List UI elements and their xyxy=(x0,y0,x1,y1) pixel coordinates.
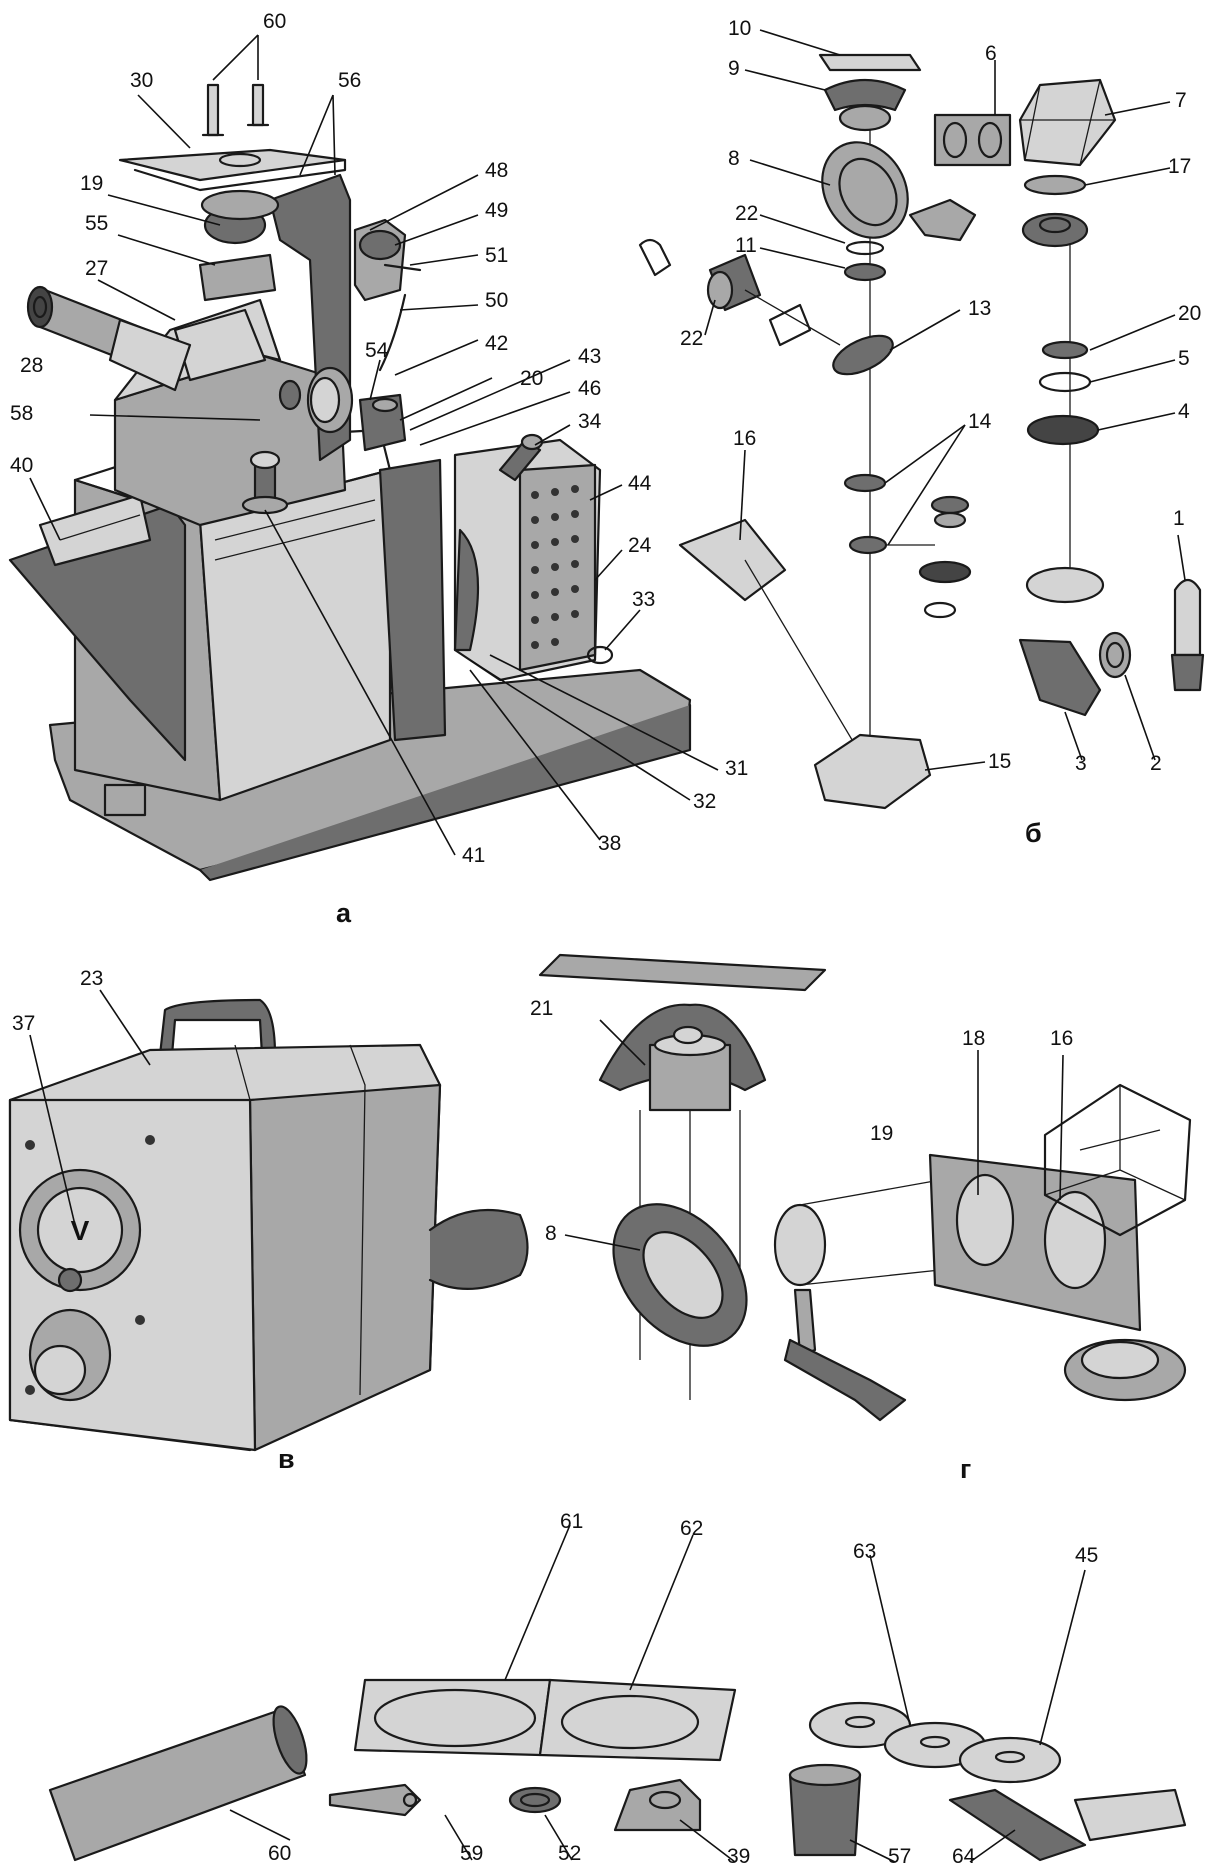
callout-a-51: 51 xyxy=(485,244,508,267)
panel-g-detail-optics xyxy=(538,953,1192,1422)
eyepiece-28 xyxy=(26,285,192,392)
callout-a-58: 58 xyxy=(10,402,33,425)
callout-a-28: 28 xyxy=(20,354,43,377)
callout-a-55: 55 xyxy=(85,212,108,235)
meter-label: V xyxy=(71,1215,90,1246)
callout-b-16: 16 xyxy=(733,427,756,450)
callout-a-56: 56 xyxy=(338,69,361,92)
callout-parts-63: 63 xyxy=(853,1540,876,1563)
panel-label-b: б xyxy=(1025,818,1042,848)
callout-g-18: 18 xyxy=(962,1027,985,1050)
callout-parts-64: 64 xyxy=(952,1845,976,1863)
callout-b-10: 10 xyxy=(728,17,751,40)
callout-parts-62: 62 xyxy=(680,1517,703,1540)
panel-label-a: а xyxy=(336,898,352,928)
callout-a-32: 32 xyxy=(693,790,716,813)
callout-a-46: 46 xyxy=(578,377,601,400)
callout-b-2: 2 xyxy=(1150,752,1162,775)
callout-parts-45: 45 xyxy=(1075,1544,1098,1567)
callout-b-6: 6 xyxy=(985,42,997,65)
callout-b-14: 14 xyxy=(968,410,992,433)
callout-g-21: 21 xyxy=(530,997,553,1020)
panel-a-microscope xyxy=(8,34,719,882)
callout-a-20: 20 xyxy=(520,367,543,390)
callout-parts-61: 61 xyxy=(560,1510,583,1533)
callout-g-19: 19 xyxy=(870,1122,893,1145)
callout-b-9: 9 xyxy=(728,57,740,80)
callout-parts-57: 57 xyxy=(888,1845,911,1863)
callout-g-16: 16 xyxy=(1050,1027,1073,1050)
callout-b-22: 22 xyxy=(680,327,703,350)
callout-v-23: 23 xyxy=(80,967,103,990)
callout-a-34: 34 xyxy=(578,410,602,433)
callout-a-27: 27 xyxy=(85,257,108,280)
callout-b-8: 8 xyxy=(728,147,740,170)
callout-parts-52: 52 xyxy=(558,1842,581,1863)
accessories-row xyxy=(48,1524,1187,1863)
callout-b-3: 3 xyxy=(1075,752,1087,775)
callout-a-60: 60 xyxy=(263,10,286,33)
callout-a-30: 30 xyxy=(130,69,153,92)
callout-g-8: 8 xyxy=(545,1222,557,1245)
callout-b-15: 15 xyxy=(988,750,1011,773)
panel-v-power-unit: V xyxy=(8,989,529,1452)
callout-b-4: 4 xyxy=(1178,400,1190,423)
panel-label-g: г xyxy=(960,1454,971,1484)
callout-b-20: 20 xyxy=(1178,302,1201,325)
callout-b-22: 22 xyxy=(735,202,758,225)
panel-b-optical-scheme xyxy=(638,29,1205,810)
callout-a-38: 38 xyxy=(598,832,621,855)
callout-a-49: 49 xyxy=(485,199,508,222)
callout-a-41: 41 xyxy=(462,844,485,867)
callout-b-5: 5 xyxy=(1178,347,1190,370)
callout-a-33: 33 xyxy=(632,588,655,611)
callout-a-43: 43 xyxy=(578,345,601,368)
callout-a-48: 48 xyxy=(485,159,508,182)
callout-a-42: 42 xyxy=(485,332,508,355)
callout-b-7: 7 xyxy=(1175,89,1187,112)
panel-label-v: в xyxy=(278,1444,295,1474)
callout-a-19: 19 xyxy=(80,172,103,195)
callout-b-13: 13 xyxy=(968,297,991,320)
callout-a-54: 54 xyxy=(365,339,389,362)
callout-parts-60: 60 xyxy=(268,1842,291,1863)
callout-parts-59: 59 xyxy=(460,1842,483,1863)
callout-v-37: 37 xyxy=(12,1012,35,1035)
callout-b-17: 17 xyxy=(1168,155,1191,178)
lamp-housing-44 xyxy=(453,438,614,682)
callout-parts-39: 39 xyxy=(727,1845,750,1863)
callout-a-40: 40 xyxy=(10,454,33,477)
callout-a-24: 24 xyxy=(628,534,652,557)
callout-a-31: 31 xyxy=(725,757,748,780)
callout-b-11: 11 xyxy=(735,234,757,257)
callout-a-50: 50 xyxy=(485,289,508,312)
callout-b-1: 1 xyxy=(1173,507,1185,530)
callout-a-44: 44 xyxy=(628,472,652,495)
